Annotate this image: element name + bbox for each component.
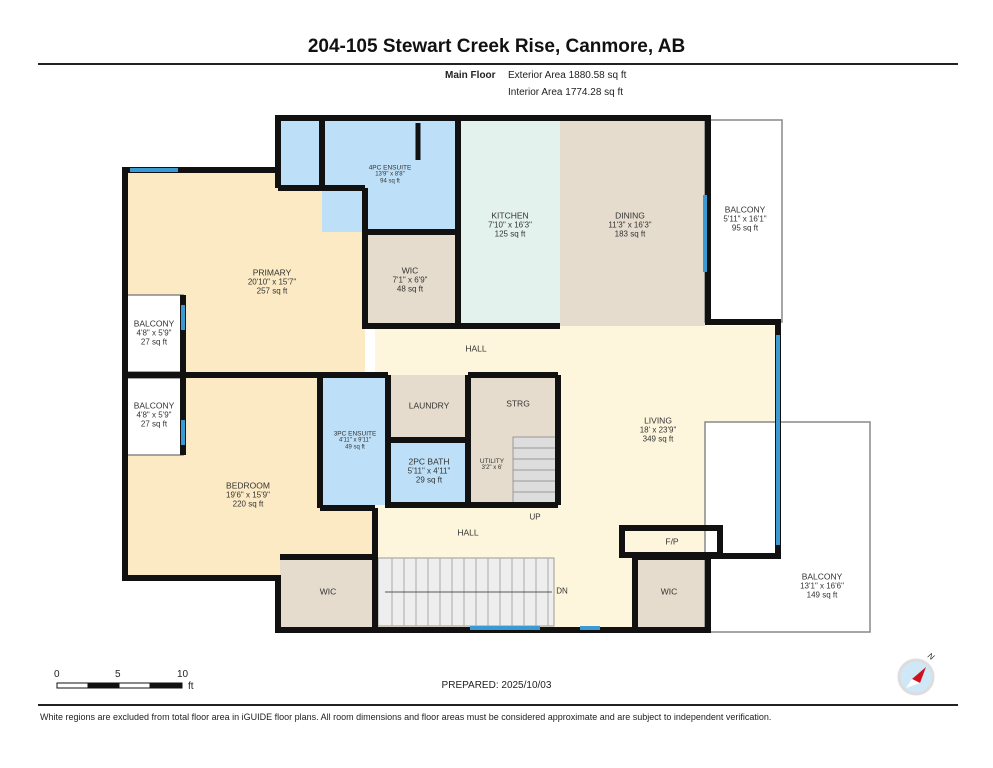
label-wic-bottom-left: WIC <box>319 586 337 597</box>
label-strg: STRG <box>506 398 530 409</box>
label-dn: DN <box>556 586 568 596</box>
room-laundry <box>388 375 468 440</box>
room-3pc-ensuite <box>320 375 388 508</box>
scale-tick-0: 0 <box>54 669 60 680</box>
interior-area: Interior Area 1774.28 sq ft <box>508 87 624 98</box>
windows <box>130 168 780 630</box>
room-wic-top <box>362 232 458 326</box>
room-2pc-bath <box>388 440 468 505</box>
title-divider <box>38 63 958 65</box>
label-laundry: LAUNDRY <box>408 400 450 411</box>
disclaimer: White regions are excluded from total fl… <box>40 712 772 722</box>
footer-divider <box>38 704 958 706</box>
compass-icon <box>897 658 935 696</box>
floor-name: Main Floor <box>445 70 496 81</box>
exterior-area: Exterior Area 1880.58 sq ft <box>508 70 627 81</box>
scale-bar <box>56 682 183 689</box>
room-fireplace <box>622 528 720 555</box>
balcony-west-1 <box>124 294 184 373</box>
label-wic-bottom-right: WIC <box>660 586 678 597</box>
label-fireplace: F/P <box>665 536 679 547</box>
room-4pc-ensuite <box>322 120 458 232</box>
room-wic-bottom-left <box>280 557 375 628</box>
label-hall-top: HALL <box>465 343 487 354</box>
room-ensuite-closet <box>278 120 322 188</box>
label-up: UP <box>529 512 541 522</box>
room-dining <box>560 120 705 326</box>
balcony-ne <box>704 119 783 323</box>
balcony-se <box>704 421 871 633</box>
scale-unit: ft <box>188 681 194 692</box>
room-wic-bottom-right <box>635 557 705 628</box>
scale-tick-5: 5 <box>115 669 121 680</box>
stairs-up <box>512 436 559 506</box>
prepared-date: PREPARED: 2025/10/03 <box>441 680 552 691</box>
room-kitchen <box>458 120 560 326</box>
scale-tick-10: 10 <box>177 669 189 680</box>
walls <box>122 115 781 633</box>
page-title: 204-105 Stewart Creek Rise, Canmore, AB <box>307 36 686 57</box>
label-hall-bottom: HALL <box>457 527 479 538</box>
stairs-down <box>377 557 555 627</box>
